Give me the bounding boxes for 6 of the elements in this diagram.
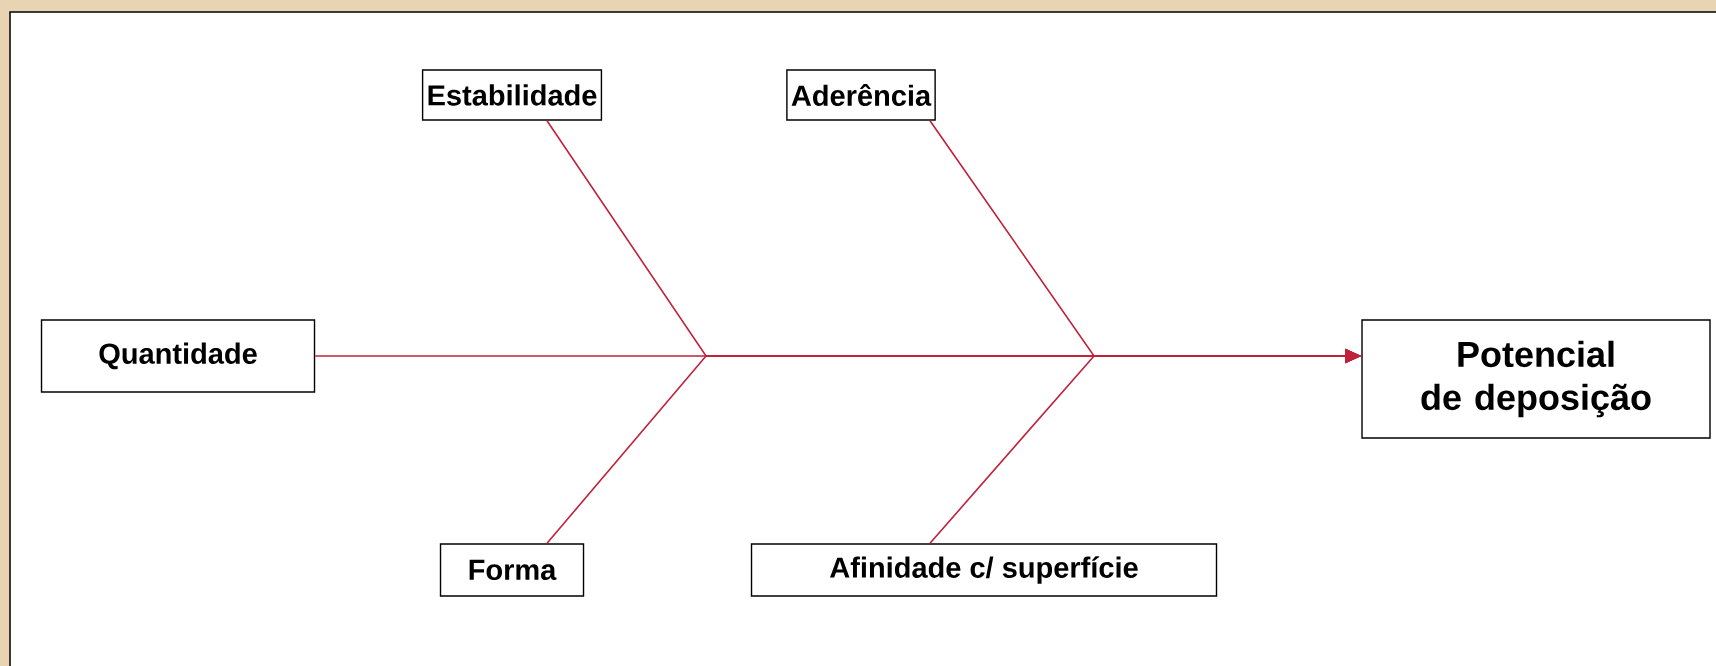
cause-box: Afinidade c/ superfície xyxy=(750,543,1218,597)
cause-box: Estabilidade xyxy=(421,69,603,121)
cause-box: Potencial de deposição xyxy=(1361,319,1711,439)
cause-box: Forma xyxy=(439,543,585,597)
cause-box: Aderência xyxy=(786,69,936,121)
cause-box: Quantidade xyxy=(40,319,316,393)
